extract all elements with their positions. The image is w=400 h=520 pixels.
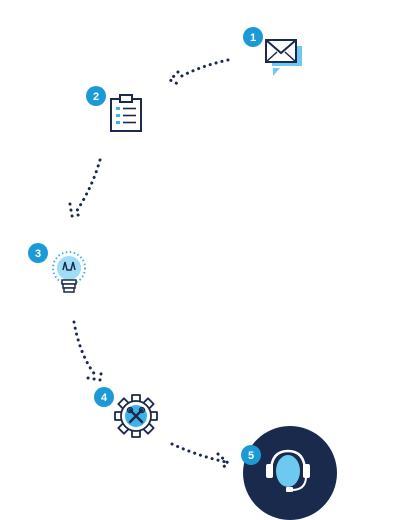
envelope-chat-icon (265, 39, 302, 76)
step-1-number: 1 (250, 32, 256, 44)
connector-2-3 (68, 158, 102, 218)
step-3-number: 3 (35, 248, 41, 260)
connector-3-4 (72, 320, 104, 382)
step-5-number: 5 (248, 450, 254, 462)
clipboard-checklist-icon (110, 94, 142, 132)
lightbulb-icon (52, 251, 86, 293)
connector-4-5 (170, 442, 230, 472)
step-1-badge: 1 (243, 27, 263, 47)
headset-support-icon (266, 449, 310, 492)
step-2-badge: 2 (86, 86, 106, 106)
gear-tools-icon (114, 394, 158, 438)
step-2-number: 2 (93, 91, 99, 103)
step-5-badge: 5 (241, 445, 261, 465)
step-4-badge: 4 (94, 387, 114, 407)
step-3-badge: 3 (28, 243, 48, 263)
connector-1-2 (168, 58, 230, 87)
step-4-number: 4 (101, 392, 108, 404)
